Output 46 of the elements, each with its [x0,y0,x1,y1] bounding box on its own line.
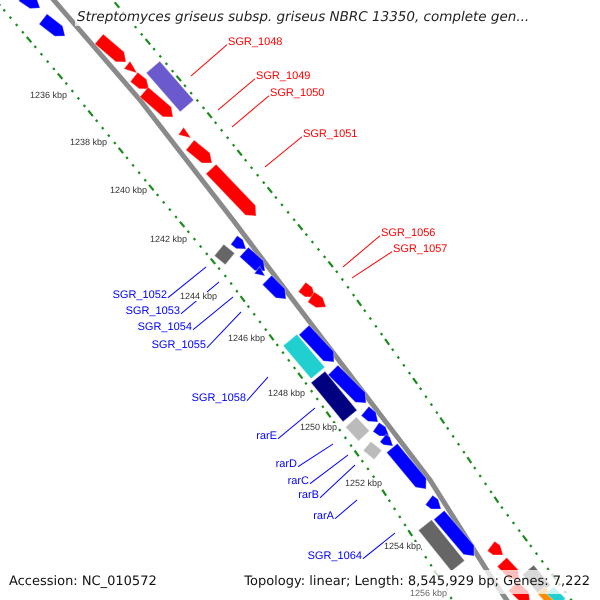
scale-label: 1250 kbp [300,423,338,432]
scale-label: 1236 kbp [30,91,68,100]
leader-line [246,376,268,402]
leader-line [192,296,234,330]
scale-label: 1252 kbp [345,479,382,488]
leader-line [264,136,302,168]
gene-label: SGR_1051 [303,129,358,140]
leader-line [334,500,358,520]
scale-label: 1256 kbp [410,589,448,598]
leader-line [298,444,334,468]
gene-label: SGR_1056 [381,228,436,239]
leader-line [362,532,396,560]
gene-label: SGR_1057 [393,244,448,255]
scale-label: 1244 kbp [180,292,218,301]
leader-line [342,235,380,268]
gene-label: rarE [256,431,277,442]
gene-label: SGR_1049 [256,71,310,82]
leader-line [232,95,270,128]
scale-label: 1238 kbp [70,138,108,147]
gene-label: SGR_1054 [138,322,192,333]
leader-line [352,251,392,278]
scale-label: 1248 kbp [268,389,306,398]
scale-label: 1246 kbp [228,334,266,343]
leader-line [320,464,356,498]
gene-label: SGR_1058 [192,393,246,404]
leader-line [218,78,256,110]
scale-label: 1254 kbp [384,542,422,551]
leader-line [168,266,206,298]
gene-label: SGR_1064 [308,551,362,562]
gene-label: rarB [298,490,319,501]
gene-label: SGR_1053 [126,306,180,317]
gene-label: rarC [288,476,309,487]
leader-line [190,44,228,76]
gene-label: rarA [313,511,334,522]
leader-line [310,454,348,484]
gene-label: SGR_1055 [152,340,206,351]
genome-summary: Topology: linear; Length: 8,545,929 bp; Genes: 7,222 [244,575,590,588]
gene-label: rarD [276,459,297,470]
scale-label: 1242 kbp [150,235,188,244]
leader-line [278,408,316,440]
gene-label: SGR_1050 [270,88,324,99]
accession-text: Accession: NC_010572 [9,575,157,588]
gene-label: SGR_1052 [112,290,167,301]
leader-line [206,312,242,348]
scale-label: 1240 kbp [110,186,148,195]
gene-label: SGR_1048 [228,37,282,48]
